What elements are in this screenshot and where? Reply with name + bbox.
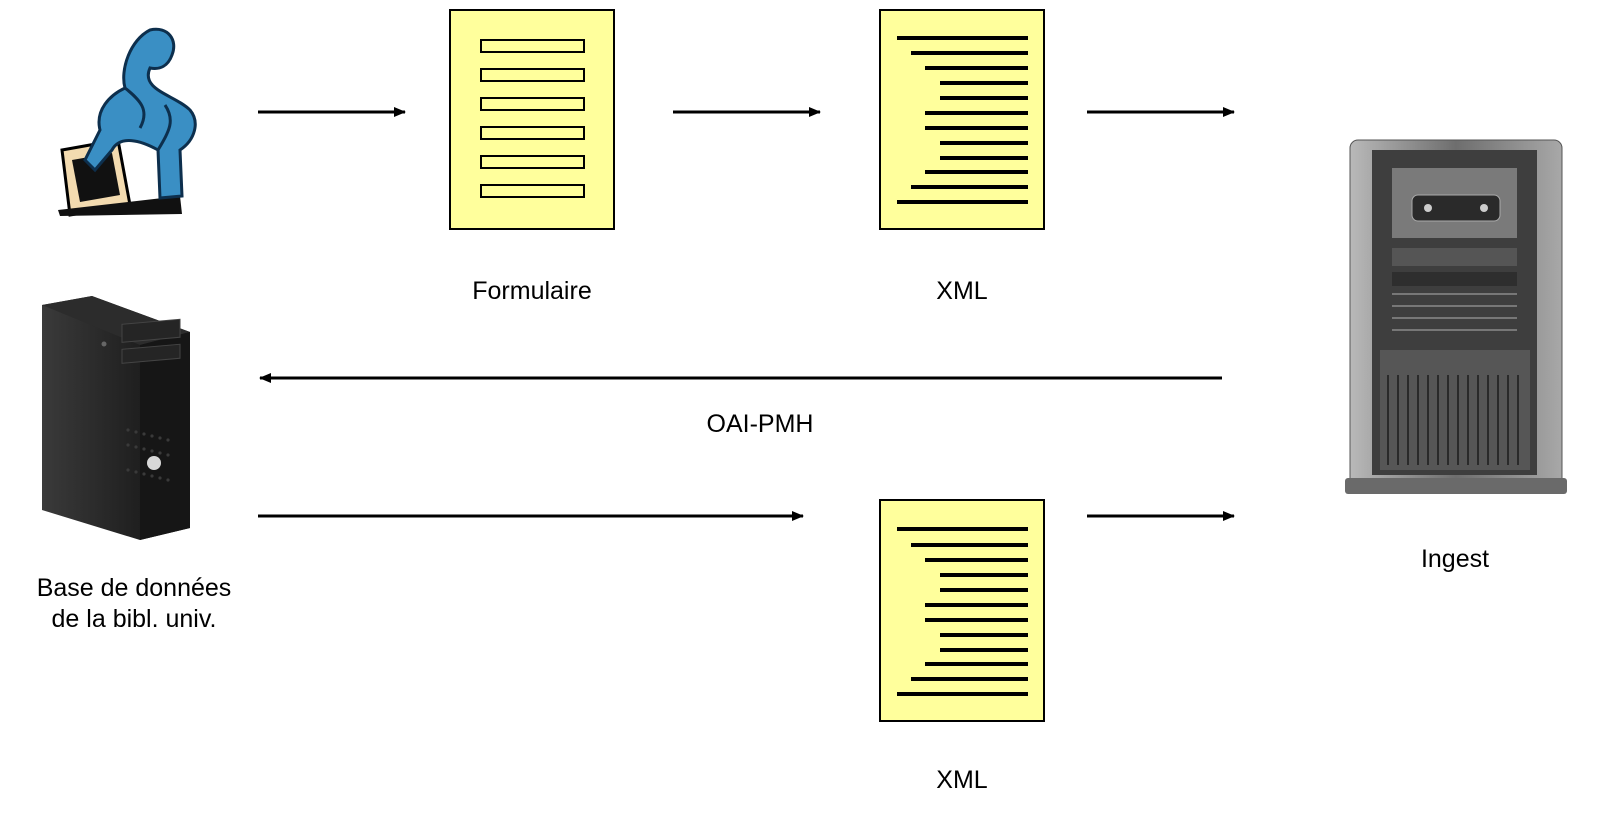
thinker-at-computer-icon (58, 27, 197, 217)
xml-top-label: XML (936, 277, 988, 305)
xml-document-icon (879, 499, 1045, 722)
ingest-label: Ingest (1420, 545, 1490, 573)
tower-server-icon (42, 296, 190, 540)
library-db-label: Base de données de la bibl. univ. (36, 574, 232, 634)
form-document-icon (449, 9, 615, 230)
oai-pmh-label: OAI-PMH (706, 410, 814, 438)
xml-document-icon (879, 9, 1045, 230)
xml-bottom-label: XML (936, 766, 988, 794)
form-label: Formulaire (472, 277, 592, 305)
ingest-server-icon (1345, 139, 1567, 494)
